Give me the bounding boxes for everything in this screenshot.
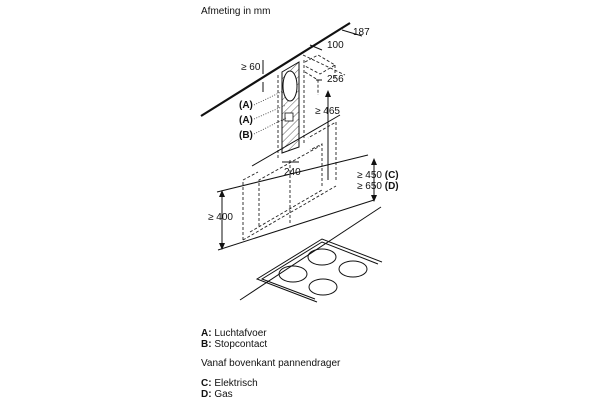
- legend-a: A: Luchtafvoer: [201, 328, 267, 339]
- legend: A: Luchtafvoer B: Stopcontact Vanaf bove…: [201, 328, 341, 400]
- hood-outline: [242, 121, 337, 241]
- dim-min-60: ≥ 60: [241, 62, 261, 73]
- air-outlet-opening: [282, 70, 298, 102]
- dim-min-650: ≥ 650 (D): [357, 181, 399, 192]
- wall-line: [239, 206, 382, 301]
- reference-line: [251, 114, 341, 167]
- chimney: [281, 61, 300, 154]
- dim-256: 256: [327, 74, 344, 85]
- legend-note: Vanaf bovenkant pannendrager: [201, 358, 341, 369]
- dim-min-450: ≥ 450 (C): [357, 170, 399, 181]
- diagram-title: Afmeting in mm: [201, 6, 270, 17]
- burner: [278, 265, 308, 283]
- socket-icon: [284, 112, 294, 122]
- callout-a: (A): [239, 100, 253, 111]
- dimension-lines: [219, 29, 377, 250]
- legend-c: C: Elektrisch: [201, 378, 258, 389]
- cooktop: [255, 238, 383, 303]
- ceiling-line: [200, 22, 351, 117]
- burner: [308, 278, 338, 296]
- callout-a: (A): [239, 115, 253, 126]
- reference-line: [216, 154, 369, 193]
- dim-187: 187: [353, 27, 370, 38]
- burner: [338, 260, 368, 278]
- dim-min-465: ≥ 465: [315, 106, 340, 117]
- dim-100: 100: [327, 40, 344, 51]
- burner: [307, 248, 337, 266]
- legend-d: D: Gas: [201, 389, 233, 400]
- callout-b: (B): [239, 130, 253, 141]
- dim-240: 240: [284, 167, 301, 178]
- reference-line: [217, 199, 375, 251]
- dim-min-400: ≥ 400: [208, 212, 233, 223]
- legend-b: B: Stopcontact: [201, 339, 267, 350]
